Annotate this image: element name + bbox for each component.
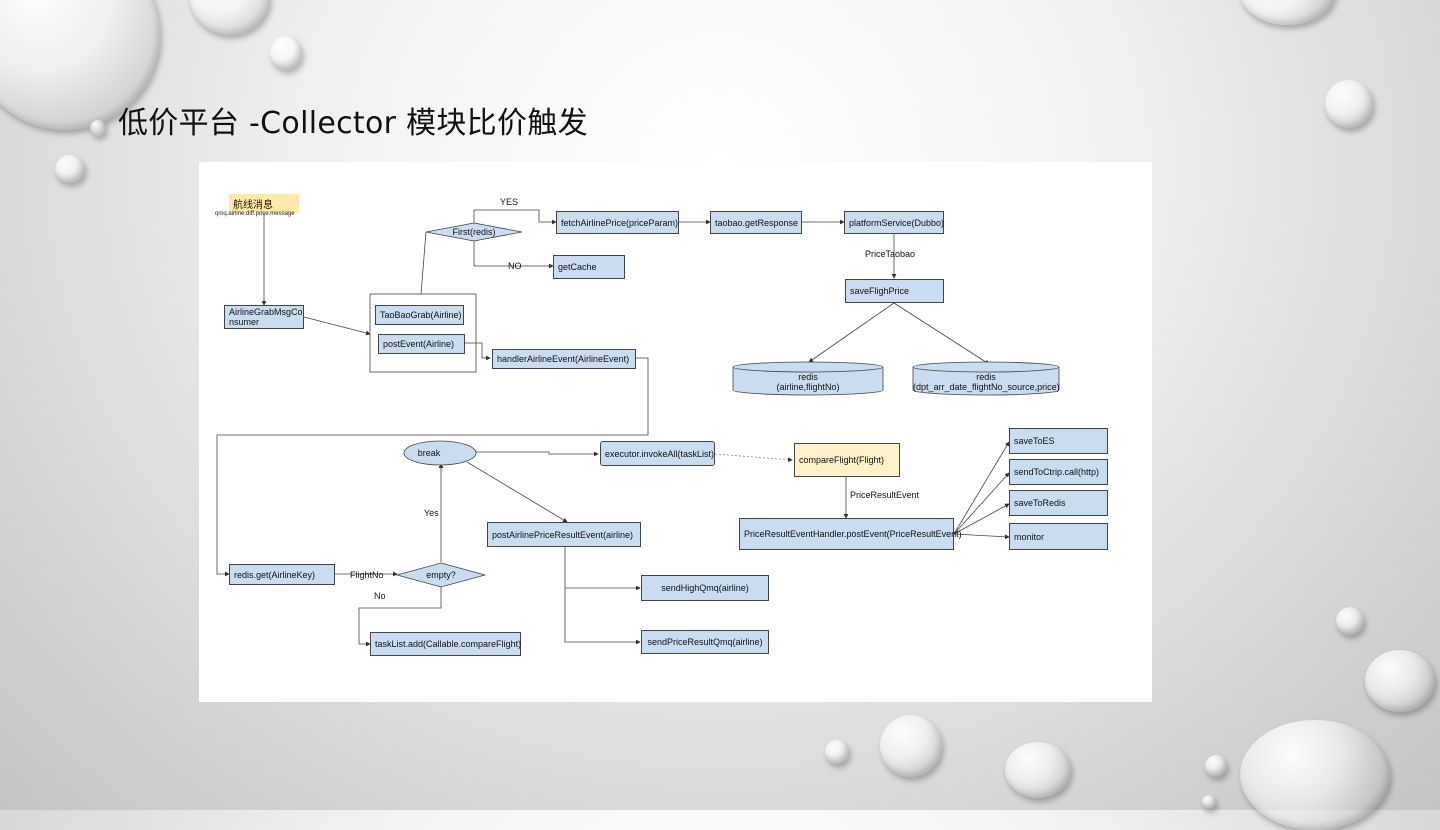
water-drop-decoration — [1240, 720, 1390, 830]
node-post-result-event: postAirlinePriceResultEvent(airline) — [487, 522, 641, 547]
node-compare-flight: compareFlight(Flight) — [794, 443, 900, 477]
water-drop-decoration — [825, 740, 849, 764]
slide-title: 低价平台 -Collector 模块比价触发 — [118, 106, 588, 141]
water-drop-decoration — [1005, 742, 1071, 798]
edge-label-price-taobao: PriceTaobao — [865, 249, 916, 259]
edge-label-no: NO — [508, 261, 522, 271]
water-drop-decoration — [55, 155, 85, 183]
redis-right-line1: redis — [976, 372, 996, 382]
node-break: break — [417, 448, 441, 458]
water-drop-decoration — [1205, 755, 1227, 777]
water-drop-decoration — [190, 0, 270, 35]
node-handler-event: handlerAirlineEvent(AirlineEvent) — [492, 349, 636, 369]
node-result-handler: PriceResultEventHandler.postEvent(PriceR… — [739, 518, 962, 550]
water-drop-decoration — [1336, 607, 1364, 635]
flowchart-canvas: 航线消息 qmq.airline.diff.price.message Airl… — [199, 162, 1152, 702]
water-drop-decoration — [880, 715, 942, 777]
redis-left-line2: (airline,flightNo) — [776, 382, 840, 392]
node-taobao-grab: TaoBaoGrab(Airline) — [375, 305, 464, 325]
decision-empty: empty? — [426, 570, 456, 580]
node-executor: executor.invokeAll(taskList) — [600, 441, 715, 466]
source-topic-label: qmq.airline.diff.price.message — [215, 211, 295, 217]
node-post-event: postEvent(Airline) — [378, 334, 465, 354]
edge-label-yes: YES — [500, 197, 519, 207]
decision-first-redis: First(redis) — [452, 227, 496, 237]
node-taobao-response: taobao.getResponse — [710, 211, 802, 234]
water-drop-decoration — [270, 36, 302, 70]
redis-price-key: redis (dpt_arr_date_flightNo_source,pric… — [913, 372, 1060, 392]
node-fetch-price: fetchAirlinePrice(priceParam) — [556, 211, 679, 234]
node-monitor: monitor — [1009, 523, 1108, 550]
node-send-high-qmq: sendHighQmq(airline) — [641, 575, 769, 601]
node-save-to-redis: saveToRedis — [1009, 490, 1108, 516]
edge-label-no-lower: No — [374, 591, 386, 601]
node-save-to-es: saveToES — [1009, 428, 1108, 454]
node-platform-service: platformService(Dubbo) — [844, 211, 944, 234]
water-drop-decoration — [1365, 650, 1435, 712]
redis-right-line2: (dpt_arr_date_flightNo_source,price) — [913, 382, 1060, 392]
node-save-flight-price: saveFlighPrice — [845, 279, 944, 303]
redis-airline-flightno: redis (airline,flightNo) — [733, 372, 883, 392]
water-drop-decoration — [1202, 795, 1216, 809]
node-send-to-ctrip: sendToCtrip.call(http) — [1009, 459, 1108, 485]
water-drop-decoration — [1240, 0, 1335, 25]
water-drop-decoration — [1325, 80, 1373, 128]
source-message-tag: 航线消息 — [229, 194, 299, 213]
flowchart-connectors — [216, 209, 1060, 647]
node-get-cache: getCache — [553, 255, 625, 279]
redis-left-line1: redis — [798, 372, 818, 382]
node-redis-get: redis.get(AirlineKey) — [229, 564, 335, 585]
node-consumer: AirlineGrabMsgConsumer — [224, 305, 304, 329]
edge-label-flightno: FlightNo — [350, 570, 384, 580]
water-drop-decoration — [90, 120, 106, 136]
node-send-price-result-qmq: sendPriceResultQmq(airline) — [641, 630, 769, 654]
edge-label-price-result-event: PriceResultEvent — [850, 490, 920, 500]
node-task-list-add: taskList.add(Callable.compareFlight) — [370, 632, 521, 656]
edge-label-yes-lower: Yes — [424, 508, 439, 518]
